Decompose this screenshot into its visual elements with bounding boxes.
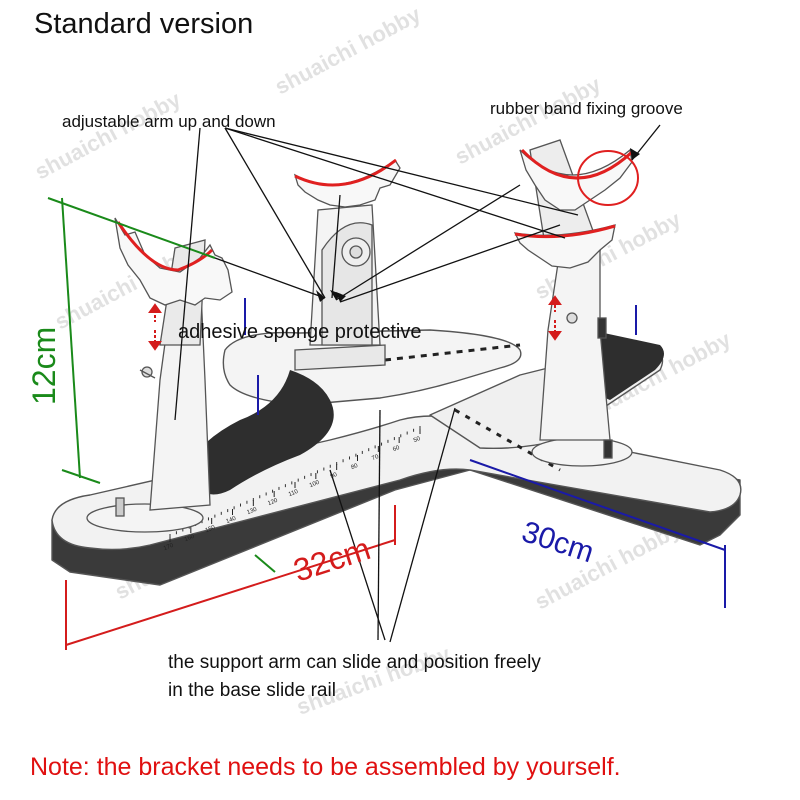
right-bottom-knob-icon [603, 439, 613, 459]
right-back-cradle-red-edge [520, 148, 634, 180]
right-support-stand [513, 139, 634, 467]
arrowheads [316, 148, 640, 302]
right-screw-icon [566, 312, 578, 324]
right-front-cradle-red-edge [514, 224, 616, 239]
right-knob-icon [597, 317, 607, 339]
watermark: shuaichi hobby [271, 1, 426, 99]
ruler-tick-label: 110 [288, 489, 300, 498]
rubber-band-label: rubber band fixing groove [490, 99, 683, 118]
width-label: 30cm [518, 515, 598, 569]
ruler-tick-label: 60 [392, 445, 401, 453]
base-slot-shadow [185, 370, 334, 495]
right-updown-arrows-icon [548, 295, 562, 341]
ruler-tick-label: 90 [330, 472, 339, 480]
slide-rail-label-line1: the support arm can slide and position f… [168, 652, 541, 673]
ruler-tick-label: 80 [350, 463, 359, 471]
slide-rail-label-line2: in the base slide rail [168, 680, 336, 701]
length-label: 32cm [289, 530, 375, 588]
page-title: Standard version [34, 8, 253, 40]
height-dimension [47, 197, 276, 573]
ruler-tick-label: 120 [267, 498, 279, 508]
ruler-tick-label: 170 [163, 543, 175, 553]
assembly-note: Note: the bracket needs to be assembled … [30, 753, 621, 781]
base-right-shadow [590, 330, 664, 400]
watermark: shuaichi hobby [31, 86, 186, 184]
left-updown-arrows-icon [148, 303, 162, 351]
length-dimension [65, 505, 396, 650]
rubber-band-circle [577, 150, 639, 206]
left-stand-foot [86, 503, 204, 533]
arm-updown-label: adjustable arm up and down [62, 112, 276, 131]
middle-stand-base [294, 344, 386, 371]
callout-leaders [174, 124, 661, 643]
ruler-tick-label: 140 [225, 516, 237, 526]
ruler-tick-label: 70 [371, 454, 380, 462]
ruler-tick-label: 130 [246, 507, 258, 517]
sponge-label: adhesive sponge protective [178, 321, 422, 343]
ruler-tick-label: 100 [309, 480, 321, 490]
base-ruler: 170 160 150 140 130 120 110 100 90 80 70 60 50 [163, 426, 422, 552]
left-bottom-knob-icon [115, 497, 125, 517]
left-cradle-red-edge [116, 221, 214, 272]
ruler-tick-label: 50 [413, 436, 422, 444]
height-label: 12cm [26, 327, 62, 405]
ruler-tick-label: 160 [184, 534, 196, 544]
ruler-tick-label: 150 [205, 525, 217, 535]
right-stand-foot [531, 437, 633, 467]
left-support-stand [86, 217, 233, 533]
width-dimension [244, 298, 726, 608]
middle-support-stand [293, 158, 401, 371]
